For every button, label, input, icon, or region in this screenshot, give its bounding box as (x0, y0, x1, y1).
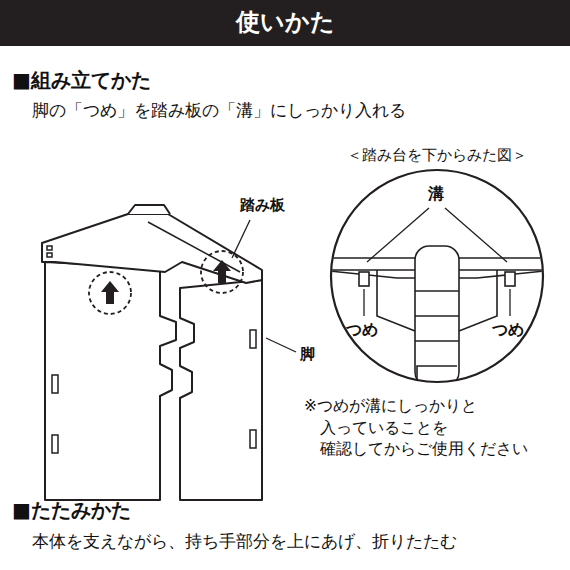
caution-note: ※つめが溝にしっかりと 入っていることを 確認してからご使用ください (304, 396, 537, 461)
part-label: つめ (492, 320, 524, 339)
header-title: 使いかた (236, 8, 335, 37)
inset-drawing (320, 146, 554, 386)
inset-heading: ＜踏み台を下からみた図＞ (347, 146, 527, 164)
part-label: つめ (346, 320, 378, 339)
section-heading: ■組み立てかた (12, 68, 151, 92)
header-bar: 使いかた (0, 0, 570, 46)
instruction-text: 脚の「つめ」を踏み板の「溝」にしっかり入れる (32, 100, 406, 120)
part-label: 溝 (428, 184, 444, 203)
part-label: 脚 (300, 345, 315, 363)
section-heading: ■たたみかた (12, 498, 131, 522)
instruction-text: 本体を支えながら、持ち手部分を上にあげ、折りたたむ (32, 531, 457, 551)
part-label: 踏み板 (240, 196, 285, 214)
inset-circle: ＜踏み台を下からみた図＞ 溝つめ つめ (320, 146, 554, 386)
